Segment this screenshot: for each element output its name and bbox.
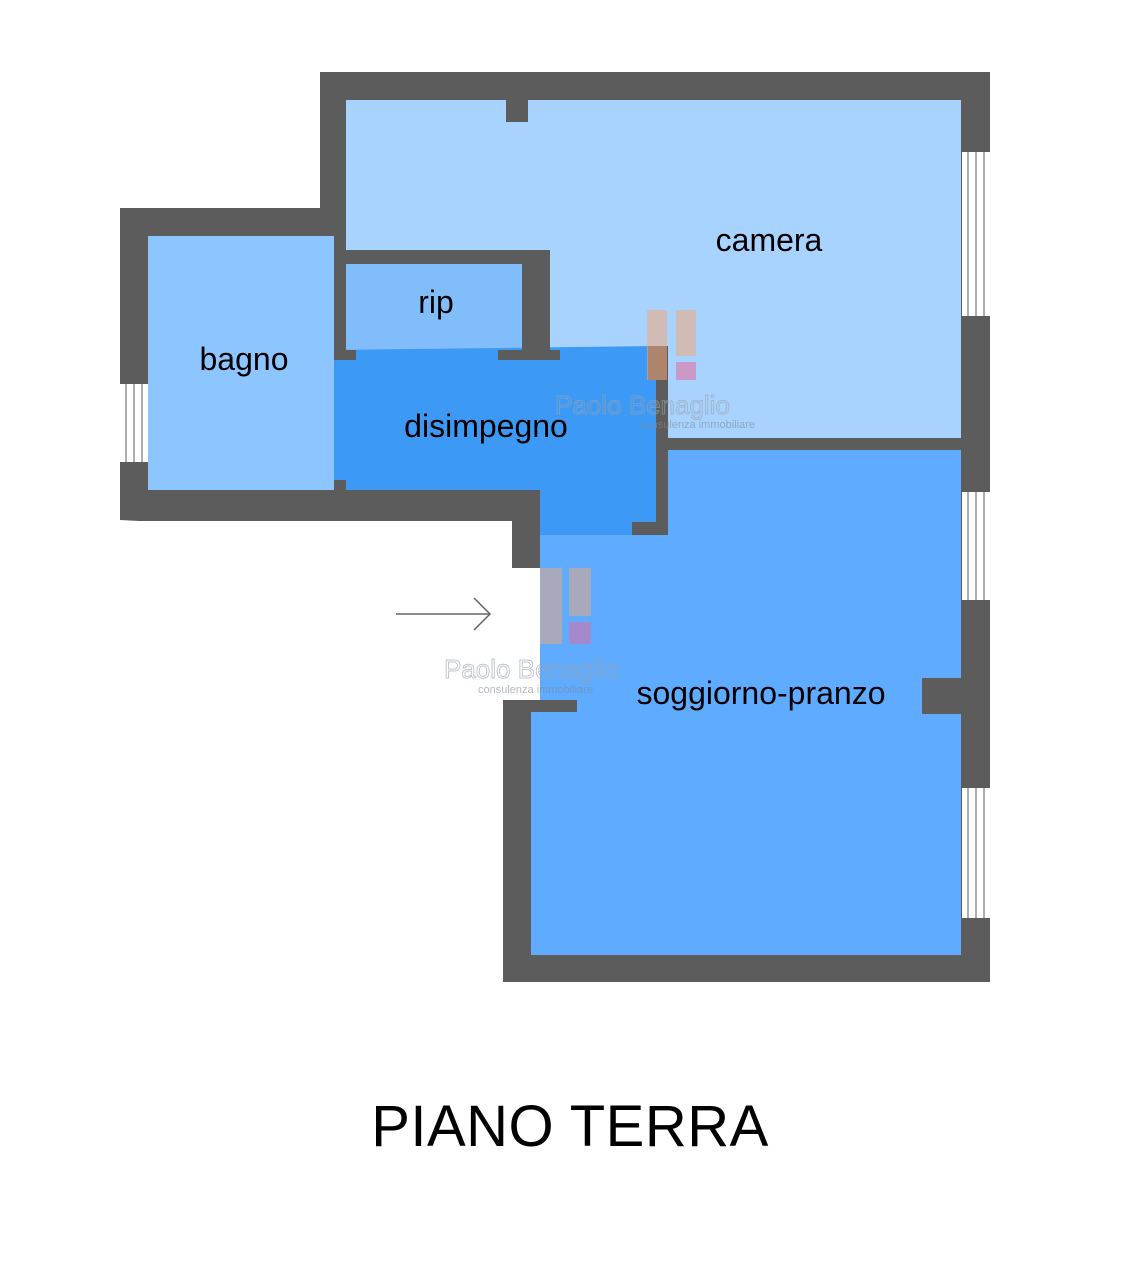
watermark-logo-upper [647, 310, 696, 380]
wall-soggiorno-pier [922, 678, 962, 714]
window-camera-right [962, 152, 990, 316]
wall-disimpegno-right [656, 346, 668, 535]
label-rip: rip [418, 284, 454, 320]
floor-title: PIANO TERRA [371, 1094, 769, 1159]
room-bagno [148, 236, 334, 490]
wall-entrance-left-lower [503, 700, 531, 982]
label-disimpegno: disimpegno [404, 408, 568, 444]
wall-disimpegno-stub [632, 522, 668, 535]
wall-camera-notch [506, 100, 528, 122]
entrance-opening [512, 568, 542, 702]
label-soggiorno: soggiorno-pranzo [636, 675, 885, 711]
label-camera: camera [716, 222, 823, 258]
room-rip [346, 264, 522, 350]
watermark-brand-upper: Paolo Benaglio [555, 390, 730, 420]
window-bagno-left [120, 384, 148, 462]
wall-camera-rip-top [346, 250, 550, 264]
window-soggiorno-right-1 [962, 492, 990, 600]
wall-rip-right [522, 250, 550, 350]
watermark-logo-lower [540, 568, 591, 644]
watermark-brand-lower: Paolo Benaglio [444, 654, 619, 684]
wall-bagno-stub-bottom [334, 480, 346, 492]
room-disimpegno [334, 346, 656, 535]
wall-camera-soggiorno [656, 438, 961, 450]
wall-bagno-stub-top [334, 350, 356, 360]
wall-rip-bottom-stub [498, 350, 560, 360]
wall-bagno-right [334, 236, 346, 350]
watermark-tagline-upper: consulenza immobiliare [640, 419, 755, 431]
exterior-cutout [0, 521, 512, 1060]
wall-entrance-lower [531, 700, 577, 712]
outer-walls-lower [120, 490, 540, 568]
room-soggiorno [531, 450, 961, 955]
watermark-tagline-lower: consulenza immobiliare [478, 684, 593, 696]
label-bagno: bagno [200, 341, 289, 377]
floor-plan: Paolo Benaglio consulenza immobiliare Pa… [0, 72, 990, 1060]
entrance-arrow-icon [396, 597, 492, 631]
window-soggiorno-right-2 [962, 788, 990, 918]
